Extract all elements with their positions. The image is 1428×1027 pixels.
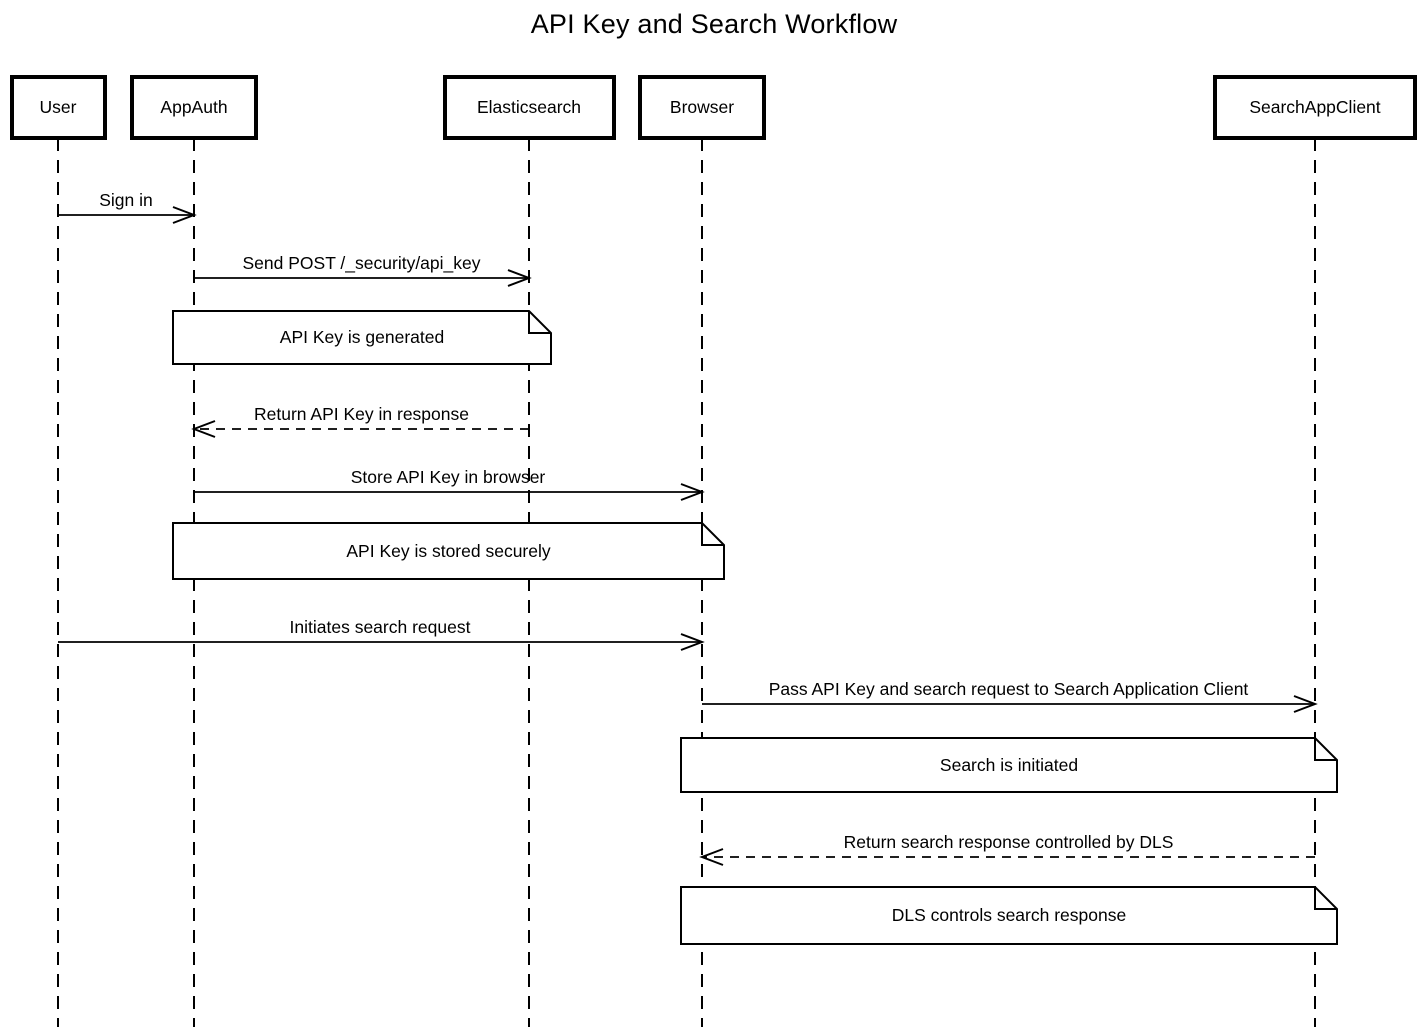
participant-label-searchappclient: SearchAppClient [1249, 97, 1381, 117]
diagram-title: API Key and Search Workflow [530, 9, 898, 39]
message-label-3: Return API Key in response [254, 404, 469, 424]
participant-user: User [9, 75, 107, 140]
message-label-7: Pass API Key and search request to Searc… [768, 679, 1249, 699]
message-label-0: Sign in [99, 190, 153, 210]
participant-searchappclient: SearchAppClient [1213, 75, 1417, 140]
participant-browser: Browser [638, 75, 766, 140]
participant-label-browser: Browser [669, 97, 735, 117]
arrowhead-3 [191, 420, 216, 438]
participant-label-user: User [39, 97, 77, 117]
note-fold-10 [1314, 887, 1337, 910]
arrowhead-0 [172, 206, 197, 224]
note-fold-5 [701, 523, 724, 546]
arrowhead-6 [680, 633, 705, 651]
participant-label-appauth: AppAuth [160, 97, 228, 117]
participant-label-elasticsearch: Elasticsearch [476, 97, 582, 117]
note-fold-8 [1314, 738, 1337, 761]
message-label-4: Store API Key in browser [350, 467, 546, 487]
arrowhead-1 [507, 269, 532, 287]
arrowhead-9 [699, 848, 724, 866]
message-label-9: Return search response controlled by DLS [843, 832, 1174, 852]
note-fold-2 [528, 311, 551, 334]
participant-appauth: AppAuth [130, 75, 258, 140]
arrowhead-7 [1293, 695, 1318, 713]
message-label-6: Initiates search request [289, 617, 471, 637]
participant-elasticsearch: Elasticsearch [442, 75, 616, 140]
note-shape-10 [680, 886, 1338, 945]
arrowhead-4 [680, 483, 705, 501]
note-shape-8 [680, 737, 1338, 793]
note-shape-2 [172, 310, 552, 365]
message-label-1: Send POST /_security/api_key [242, 253, 481, 273]
note-shape-5 [172, 522, 725, 580]
